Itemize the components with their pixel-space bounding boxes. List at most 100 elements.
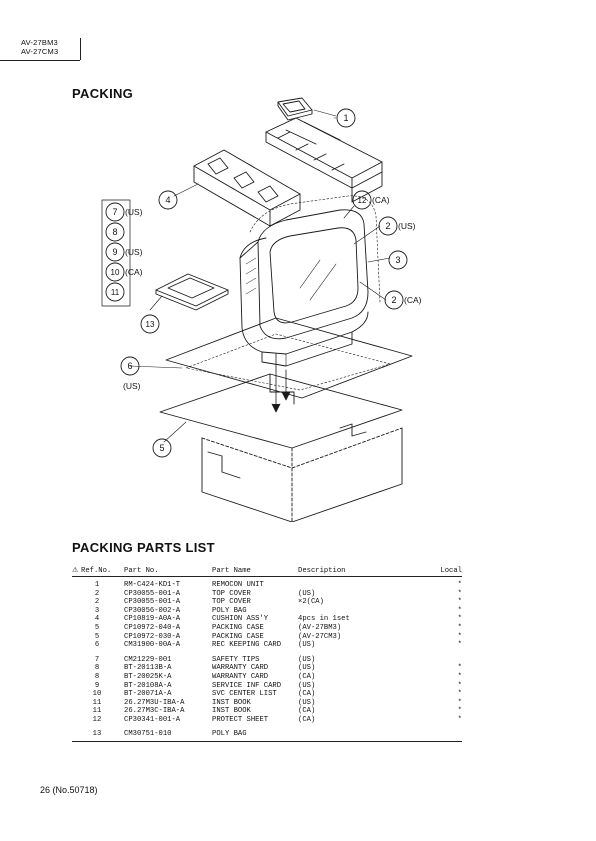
cell-ref: 2: [94, 589, 100, 598]
cell-local: *: [457, 681, 462, 690]
packing-title: PACKING: [72, 86, 134, 101]
cell-local: *: [457, 664, 462, 673]
cell-part-name: PROTECT SHEET: [212, 715, 269, 724]
poly-bag-drawing: [249, 195, 381, 303]
cell-ref: 8: [94, 672, 100, 681]
callout-circles: [105, 108, 408, 458]
model-name: AV-27BM3: [21, 38, 58, 47]
cell-part-name: PACKING CASE: [212, 623, 264, 632]
packing-box-drawing: [159, 373, 403, 522]
callout-1: 1: [343, 113, 348, 123]
cell-ref: 10: [92, 690, 102, 699]
cell-part-no: BT-20071A-A: [124, 690, 172, 699]
cell-description: [298, 607, 418, 616]
cell-part-name: TOP COVER: [212, 589, 251, 598]
cell-local: *: [457, 698, 462, 707]
cell-ref: 13: [92, 729, 102, 738]
callout-12-tag: (CA): [372, 195, 390, 205]
cell-part-name: PACKING CASE: [212, 632, 264, 641]
cell-part-no: BT-20108A-A: [124, 681, 172, 690]
callout-12: 12: [358, 196, 367, 205]
col-part-name: Part Name: [212, 566, 251, 575]
cell-part-no: CP30055-001-A: [124, 598, 181, 607]
callout-8: 8: [112, 227, 117, 237]
cell-description: (CA): [298, 672, 316, 681]
col-local: Local: [440, 566, 462, 575]
col-description: Description: [298, 566, 346, 575]
cell-description: (US): [298, 589, 316, 598]
cell-ref: 6: [94, 641, 100, 650]
callout-4: 4: [165, 195, 170, 205]
remote-control-drawing: [277, 97, 313, 121]
cell-description: 4pcs in 1set: [298, 615, 350, 624]
callout-numbers: 1 2 2 3 4 5 6 7 8 9 10 11 12 13: [111, 113, 401, 453]
cell-ref: 5: [94, 623, 100, 632]
cell-ref: 1: [94, 581, 100, 589]
callout-5: 5: [159, 443, 164, 453]
cell-part-no: CP10819-A0A-A: [124, 615, 181, 624]
cell-local: *: [457, 581, 462, 589]
cell-local: *: [457, 589, 462, 598]
cell-description: (US): [298, 641, 316, 650]
cell-local: *: [457, 715, 462, 724]
cell-ref: 4: [94, 615, 100, 624]
callout-tags: (US) (CA) (US) (US) (US) (CA) (CA): [123, 195, 422, 391]
model-name: AV-27CM3: [21, 47, 59, 56]
parts-table: ⚠Ref.No. Part No. Part Name Description …: [72, 565, 462, 743]
cell-ref: 9: [94, 681, 100, 690]
cell-part-name: WARRANTY CARD: [212, 664, 269, 673]
cell-local: *: [457, 707, 462, 716]
top-cushion-drawing: [265, 117, 383, 203]
col-part-no: Part No.: [124, 566, 159, 575]
assembly-arrows: [271, 353, 291, 413]
cell-ref: 3: [94, 606, 100, 615]
cell-part-no: 26.27M3C-IBA-A: [124, 707, 185, 716]
packing-diagram: 1 2 2 3 4 5 6 7 8 9 10 11 12 13 (US) (CA…: [101, 97, 422, 522]
table-row: 11 26.27M3U-IBA-A INST BOOK (US) *: [72, 699, 462, 708]
cell-ref: 5: [94, 632, 100, 641]
cell-part-no: RM-C424-KD1-T: [124, 581, 181, 589]
parts-list-title: PACKING PARTS LIST: [72, 540, 215, 555]
callout-13: 13: [146, 320, 155, 329]
cell-local: [418, 656, 462, 665]
callout-9-tag: (US): [125, 247, 143, 257]
warning-triangle-icon: ⚠: [72, 565, 79, 574]
cell-ref: 12: [92, 715, 102, 724]
cell-local: *: [457, 615, 462, 624]
cell-part-name: REMOCON UNIT: [212, 581, 264, 589]
cell-ref: 11: [92, 698, 102, 707]
cell-local: [418, 730, 462, 739]
cell-description: (CA): [298, 715, 316, 724]
cell-part-no: BT-20025K-A: [124, 672, 172, 681]
cell-part-no: 26.27M3U-IBA-A: [124, 698, 185, 707]
cell-part-name: INST BOOK: [212, 707, 251, 716]
callout-2-us: 2: [385, 221, 390, 231]
callout-2-ca-tag: (CA): [404, 295, 422, 305]
cell-part-no: CP10972-030-A: [124, 632, 181, 641]
cell-part-name: SVC CENTER LIST: [212, 690, 277, 699]
cell-part-name: WARRANTY CARD: [212, 672, 269, 681]
cell-part-no: CM21229-001: [124, 655, 172, 664]
inserts-group-box: [101, 199, 131, 307]
cell-description: (AV-27CM3): [298, 632, 342, 641]
model-header: AV-27BM3 AV-27CM3: [20, 38, 81, 60]
cell-description: (US): [298, 698, 316, 707]
cell-part-name: TOP COVER: [212, 598, 251, 607]
callout-6-tag: (US): [123, 381, 141, 391]
cell-part-name: INST BOOK: [212, 698, 251, 707]
cell-part-name: REC KEEPING CARD: [212, 641, 282, 650]
cell-description: (US): [298, 681, 316, 690]
tv-set-drawing: [239, 209, 369, 367]
cell-description: (AV-27BM3): [298, 623, 342, 632]
cell-local: *: [457, 598, 462, 607]
cell-description: ×2(CA): [298, 598, 324, 607]
